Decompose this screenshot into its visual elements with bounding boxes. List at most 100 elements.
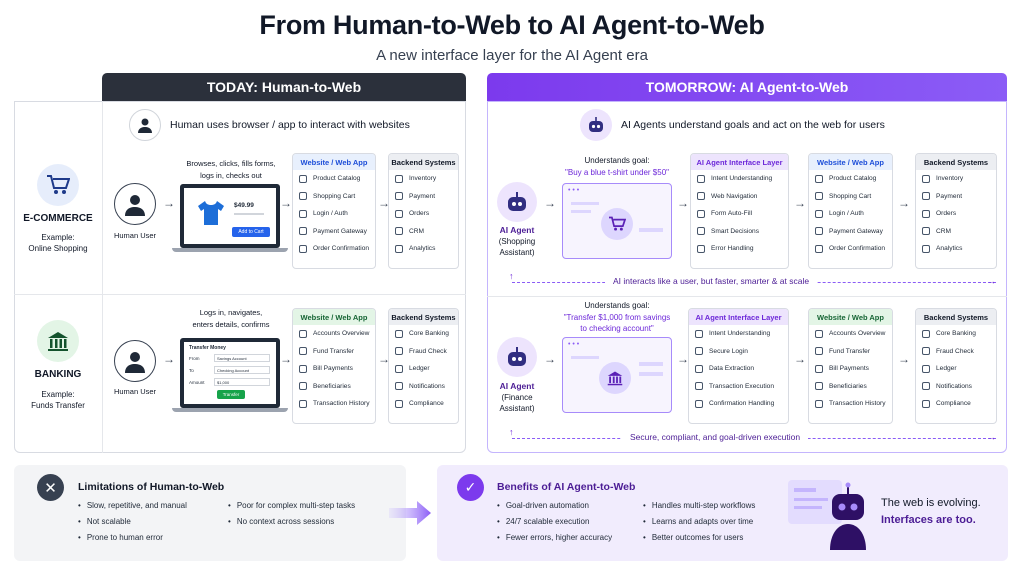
arrow-icon: [389, 499, 433, 527]
list-item-label: Order Confirmation: [313, 245, 370, 253]
list-item-label: Fraud Check: [409, 347, 447, 355]
list-item-label: Notifications: [936, 382, 972, 390]
list-item-icon: [695, 399, 703, 408]
list-item-label: Intent Understanding: [711, 175, 773, 183]
arrow-icon: →: [378, 196, 390, 210]
bank-icon: [599, 362, 631, 394]
benefits-list: Goal-driven automation24/7 scalable exec…: [497, 498, 612, 546]
list-item-icon: [815, 192, 823, 201]
bullet-item: Better outcomes for users: [643, 530, 755, 546]
list-item-label: Accounts Overview: [829, 330, 886, 338]
list-item: Order Confirmation: [809, 240, 892, 258]
list-item-icon: [395, 347, 403, 356]
list-item-label: Product Catalog: [313, 175, 361, 183]
ecommerce-action-1: Browses, clicks, fills forms,: [186, 159, 276, 168]
today-frame: [14, 101, 466, 453]
list-item-icon: [922, 364, 930, 373]
note-ai-interacts: AI interacts like a user, but faster, sm…: [605, 276, 818, 286]
list-item-icon: [395, 174, 403, 183]
list-item-label: Compliance: [409, 400, 444, 408]
list-item: Fund Transfer: [293, 343, 375, 361]
list-item-label: Bill Payments: [829, 365, 869, 373]
list-item-icon: [697, 192, 705, 201]
list-item-icon: [395, 244, 403, 253]
list-item-icon: [299, 209, 307, 218]
today-left-divider: [102, 101, 103, 453]
bullet-item: Fewer errors, higher accuracy: [497, 530, 612, 546]
robot-illustration: [786, 476, 872, 550]
shopping-goal: "Buy a blue t-shirt under $50": [565, 168, 669, 177]
list-item-icon: [299, 329, 307, 338]
list-item: Compliance: [916, 395, 996, 413]
list-item: Product Catalog: [809, 170, 892, 188]
ecommerce-example-value: Online Shopping: [28, 244, 88, 253]
list-item: Fraud Check: [389, 343, 458, 361]
list-item-label: Shopping Cart: [313, 192, 356, 200]
banking-action-2: enters details, confirms: [192, 320, 270, 329]
to-select[interactable]: Checking Account: [214, 366, 270, 374]
bullet-item: Poor for complex multi-step tasks: [228, 498, 355, 514]
today-intro: Human uses browser / app to interact wit…: [170, 119, 410, 131]
list-item-label: Data Extraction: [709, 365, 755, 373]
from-select[interactable]: Savings Account: [214, 354, 270, 362]
list-item-label: Payment Gateway: [313, 227, 367, 235]
limitations-list: Slow, repetitive, and manualNot scalable…: [78, 498, 187, 546]
list-item: Analytics: [389, 240, 458, 258]
list-item-label: Inventory: [409, 175, 437, 183]
list-item-label: Orders: [409, 210, 430, 218]
list-item-icon: [922, 329, 930, 338]
list-item: Fraud Check: [916, 343, 996, 361]
list-item-icon: [922, 347, 930, 356]
finance-goal-label: Understands goal:: [584, 301, 650, 310]
bullet-item: Prone to human error: [78, 530, 187, 546]
arrow-icon: →: [794, 196, 806, 210]
list-item-label: Ledger: [409, 365, 430, 373]
amount-input[interactable]: $1,000: [214, 378, 270, 386]
list-item-icon: [815, 209, 823, 218]
banking-action-1: Logs in, navigates,: [199, 308, 263, 317]
arrow-icon: →: [794, 352, 806, 366]
banking-example: Example:: [41, 390, 75, 399]
list-item: Beneficiaries: [293, 378, 375, 396]
banking-example-value: Funds Transfer: [31, 401, 85, 410]
list-item-icon: [922, 209, 930, 218]
list-item-icon: [299, 244, 307, 253]
arrow-icon: →: [677, 196, 689, 210]
today-row-divider: [14, 294, 466, 295]
list-item: Web Navigation: [691, 188, 788, 206]
add-to-cart-button[interactable]: Add to Cart: [232, 227, 270, 237]
list-item-label: Payment: [936, 192, 963, 200]
list-item: Ledger: [916, 360, 996, 378]
arrow-icon: →: [898, 352, 910, 366]
list-item: Intent Understanding: [691, 170, 788, 188]
transfer-button[interactable]: Transfer: [217, 390, 245, 399]
list-item: CRM: [389, 223, 458, 241]
list-item: Transaction History: [293, 395, 375, 413]
ecommerce-example: Example:: [41, 233, 75, 242]
arrow-icon: →: [163, 352, 175, 366]
bullet-item: Not scalable: [78, 514, 187, 530]
banking-label: BANKING: [34, 369, 82, 380]
list-item-icon: [815, 347, 823, 356]
list-item-label: Login / Auth: [313, 210, 348, 218]
list-item: Payment: [916, 188, 996, 206]
bullet-item: Learns and adapts over time: [643, 514, 755, 530]
list-item-label: Beneficiaries: [829, 382, 867, 390]
list-item-icon: [299, 192, 307, 201]
list-item: Ledger: [389, 360, 458, 378]
list-item-label: Intent Understanding: [709, 330, 771, 338]
list-item-icon: [697, 244, 705, 253]
list-item-label: Analytics: [936, 245, 963, 253]
human-user-avatar: [114, 340, 156, 382]
list-item-icon: [697, 209, 705, 218]
list-item-label: Login / Auth: [829, 210, 864, 218]
shopping-browser-mock: • • •: [562, 183, 672, 259]
arrow-icon: →: [378, 352, 390, 366]
limitations-title: Limitations of Human-to-Web: [78, 481, 225, 493]
